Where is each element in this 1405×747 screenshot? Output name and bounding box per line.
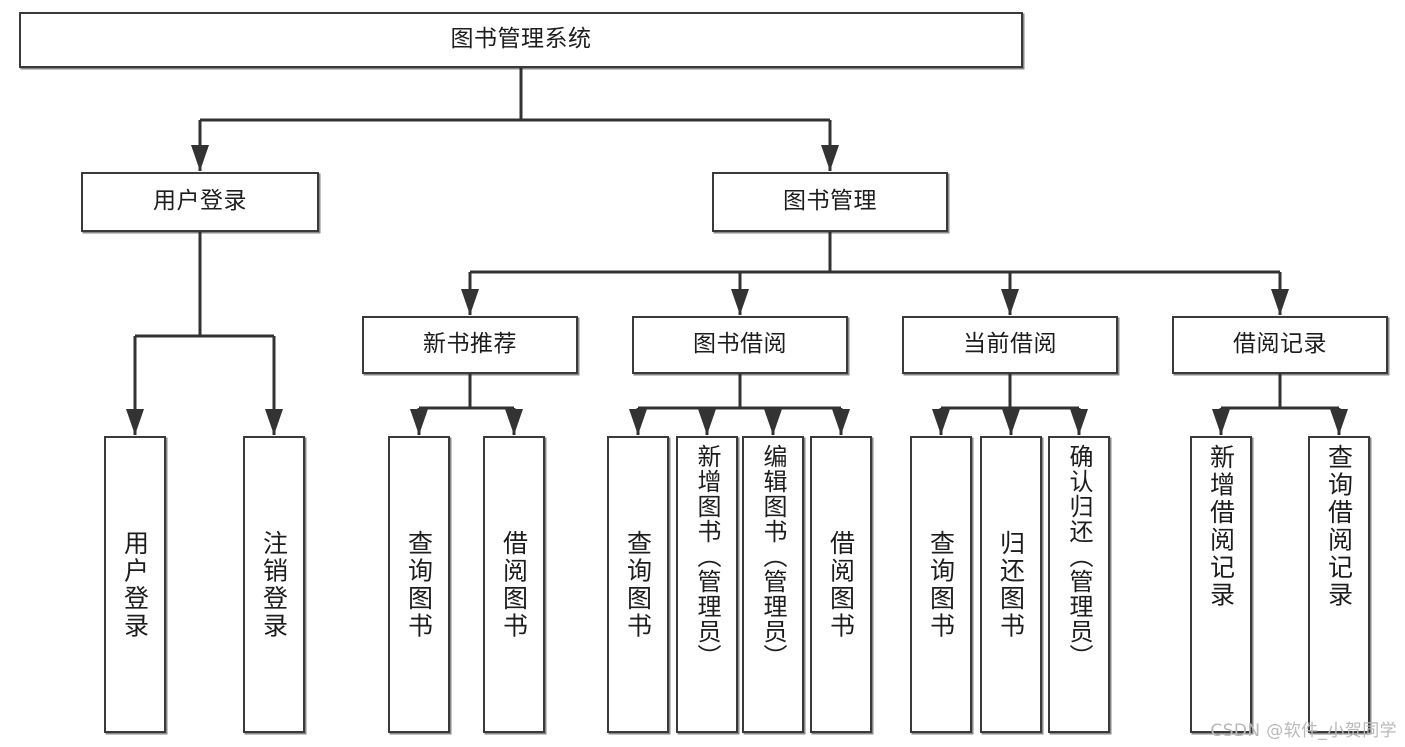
arrow-head-icon: [731, 289, 749, 315]
arrow-head-icon: [126, 409, 144, 435]
node-l6: 新增图书（管理员）: [676, 436, 738, 733]
node-label: 用户登录: [120, 529, 150, 640]
arrow-head-icon: [1001, 289, 1019, 315]
node-newbook: 新书推荐: [362, 316, 578, 374]
node-l3: 查询图书: [388, 436, 450, 733]
node-label: 借阅图书: [826, 529, 856, 640]
node-root: 图书管理系统: [19, 12, 1023, 68]
node-label: 查询借阅记录: [1324, 444, 1354, 609]
node-l11: 确认归还（管理员）: [1048, 436, 1110, 733]
arrow-head-icon: [1212, 409, 1230, 435]
node-l10: 归还图书: [980, 436, 1042, 733]
node-l9: 查询图书: [910, 436, 972, 733]
arrow-head-icon: [629, 409, 647, 435]
node-label: 注销登录: [259, 529, 289, 640]
node-label: 图书借阅: [693, 331, 787, 358]
node-l7: 编辑图书（管理员）: [742, 436, 804, 733]
node-l2: 注销登录: [243, 436, 305, 733]
node-l8: 借阅图书: [810, 436, 872, 733]
node-l12: 新增借阅记录: [1190, 436, 1252, 733]
node-label: 查询图书: [623, 529, 653, 640]
arrow-head-icon: [1002, 409, 1020, 435]
node-borrow: 图书借阅: [632, 316, 848, 374]
arrow-head-icon: [1330, 409, 1348, 435]
node-label: 确认归还（管理员）: [1065, 444, 1093, 669]
node-label: 图书管理: [783, 188, 877, 215]
arrow-head-icon: [832, 409, 850, 435]
node-label: 借阅记录: [1233, 331, 1327, 358]
arrow-head-icon: [191, 145, 209, 171]
node-label: 当前借阅: [963, 331, 1057, 358]
node-label: 用户登录: [153, 188, 247, 215]
node-label: 借阅图书: [499, 529, 529, 640]
arrow-head-icon: [1271, 289, 1289, 315]
node-label: 新书推荐: [423, 331, 517, 358]
arrow-head-icon: [265, 409, 283, 435]
arrow-head-icon: [410, 409, 428, 435]
arrow-head-icon: [821, 145, 839, 171]
node-l4: 借阅图书: [483, 436, 545, 733]
arrow-head-icon: [505, 409, 523, 435]
node-login: 用户登录: [81, 172, 319, 232]
node-label: 归还图书: [996, 529, 1026, 640]
node-current: 当前借阅: [902, 316, 1118, 374]
arrow-head-icon: [698, 409, 716, 435]
node-label: 图书管理系统: [450, 26, 592, 53]
arrow-head-icon: [764, 409, 782, 435]
node-label: 查询图书: [404, 529, 434, 640]
node-label: 编辑图书（管理员）: [759, 444, 787, 669]
arrow-head-icon: [932, 409, 950, 435]
csdn-watermark: CSDN @软件_小贺同学: [1210, 721, 1397, 741]
arrow-head-icon: [1070, 409, 1088, 435]
node-bookmgmt: 图书管理: [712, 172, 948, 232]
node-record: 借阅记录: [1172, 316, 1388, 374]
node-label: 新增图书（管理员）: [693, 444, 721, 669]
node-l5: 查询图书: [607, 436, 669, 733]
arrow-head-icon: [461, 289, 479, 315]
node-label: 新增借阅记录: [1206, 444, 1236, 609]
node-l13: 查询借阅记录: [1308, 436, 1370, 733]
node-l1: 用户登录: [104, 436, 166, 733]
node-label: 查询图书: [926, 529, 956, 640]
